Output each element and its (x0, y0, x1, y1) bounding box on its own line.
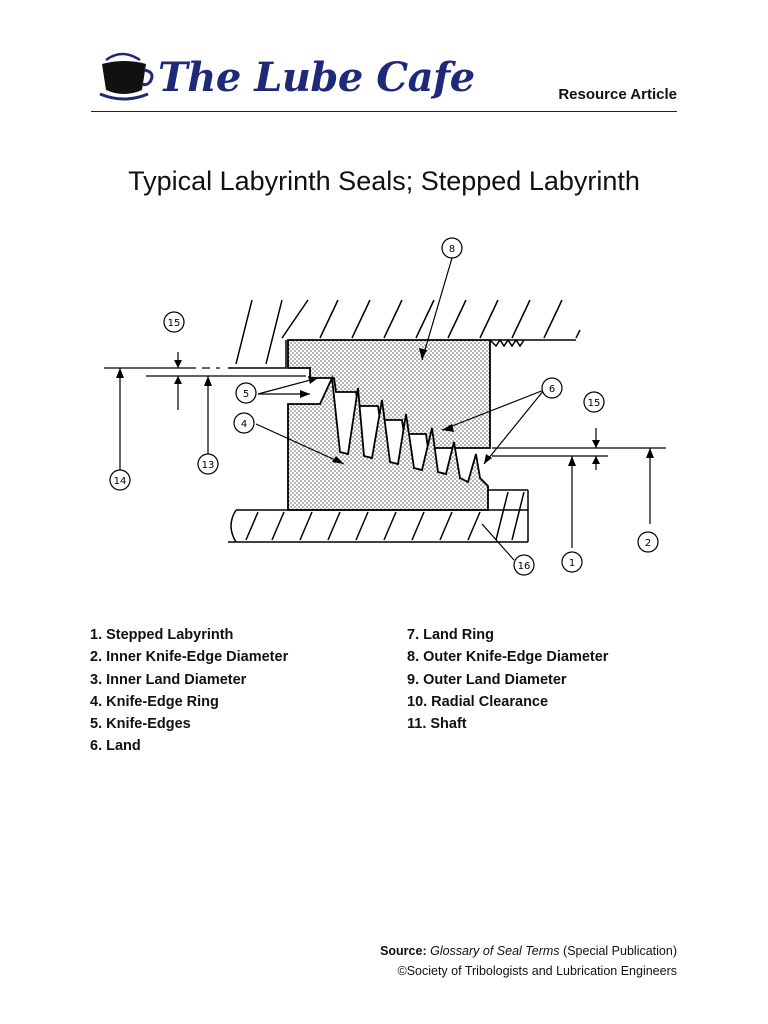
legend-item: 1. Stepped Labyrinth (90, 627, 234, 643)
page-title: Typical Labyrinth Seals; Stepped Labyrin… (128, 166, 640, 196)
callout-label: 8 (449, 244, 455, 255)
logo-text: The Lube Cafe (158, 54, 475, 101)
callout-8-circle (441, 237, 463, 259)
callout-4-circle (233, 412, 255, 434)
callout-label: 1 (569, 558, 575, 569)
source-note: (Special Publication) (563, 944, 677, 958)
callout-13-circle (197, 453, 219, 475)
source-line: Source: Glossary of Seal Terms (Special … (380, 941, 677, 961)
callout-label: 14 (114, 476, 127, 487)
callout-16-circle (513, 554, 535, 576)
coffee-cup-icon (99, 52, 154, 101)
source-footer: Source: Glossary of Seal Terms (Special … (380, 941, 677, 981)
callout-label: 2 (645, 538, 651, 549)
callout-label: 5 (243, 389, 249, 400)
callout-label: 13 (202, 460, 215, 471)
callout-14-circle (109, 469, 131, 491)
knife-edge-ring (287, 374, 489, 511)
callout-label: 16 (518, 561, 531, 572)
source-label: Source: (380, 944, 427, 958)
legend-item: 7. Land Ring (407, 627, 494, 643)
callout-2-circle (637, 531, 659, 553)
legend-item: 4. Knife-Edge Ring (90, 693, 219, 710)
labyrinth-seal-diagram: 8 15 5 4 13 14 6 15 2 1 16 (104, 237, 666, 576)
arrowheads (116, 360, 654, 466)
callout-label: 15 (588, 398, 601, 409)
dimension-lines (104, 352, 666, 548)
copyright-line: ©Society of Tribologists and Lubrication… (397, 964, 677, 978)
callout-15-top-circle (163, 311, 185, 333)
callout-1-circle (561, 551, 583, 573)
legend-item: 9. Outer Land Diameter (407, 671, 567, 688)
legend-left-column: 1. Stepped Labyrinth 2. Inner Knife-Edge… (90, 624, 288, 758)
upper-housing (228, 299, 581, 369)
callout-15-right-circle (583, 391, 605, 413)
section-label: Resource Article (558, 86, 677, 103)
legend-item: 8. Outer Knife-Edge Diameter (407, 649, 609, 666)
legend-item: 5. Knife-Edges (90, 716, 191, 733)
legend-item: 3. Inner Land Diameter (90, 671, 247, 688)
lube-cafe-logo: The Lube Cafe (96, 44, 475, 108)
leader-arrowheads (300, 348, 492, 464)
callout-label: 6 (549, 384, 555, 395)
callout-5-circle (235, 382, 257, 404)
legend-item: 10. Radial Clearance (407, 693, 549, 710)
legend-item: 11. Shaft (407, 716, 467, 733)
callout-6-circle (541, 377, 563, 399)
shaft (228, 489, 529, 543)
legend-right-column: 7. Land Ring 8. Outer Knife-Edge Diamete… (407, 624, 608, 735)
callout-label: 4 (241, 419, 247, 430)
legend-item: 6. Land (90, 738, 141, 755)
legend-item: 2. Inner Knife-Edge Diameter (90, 649, 289, 666)
callout-label: 15 (168, 318, 181, 329)
header-divider (91, 111, 677, 112)
land-ring (287, 339, 491, 449)
source-publication: Glossary of Seal Terms (430, 944, 560, 958)
